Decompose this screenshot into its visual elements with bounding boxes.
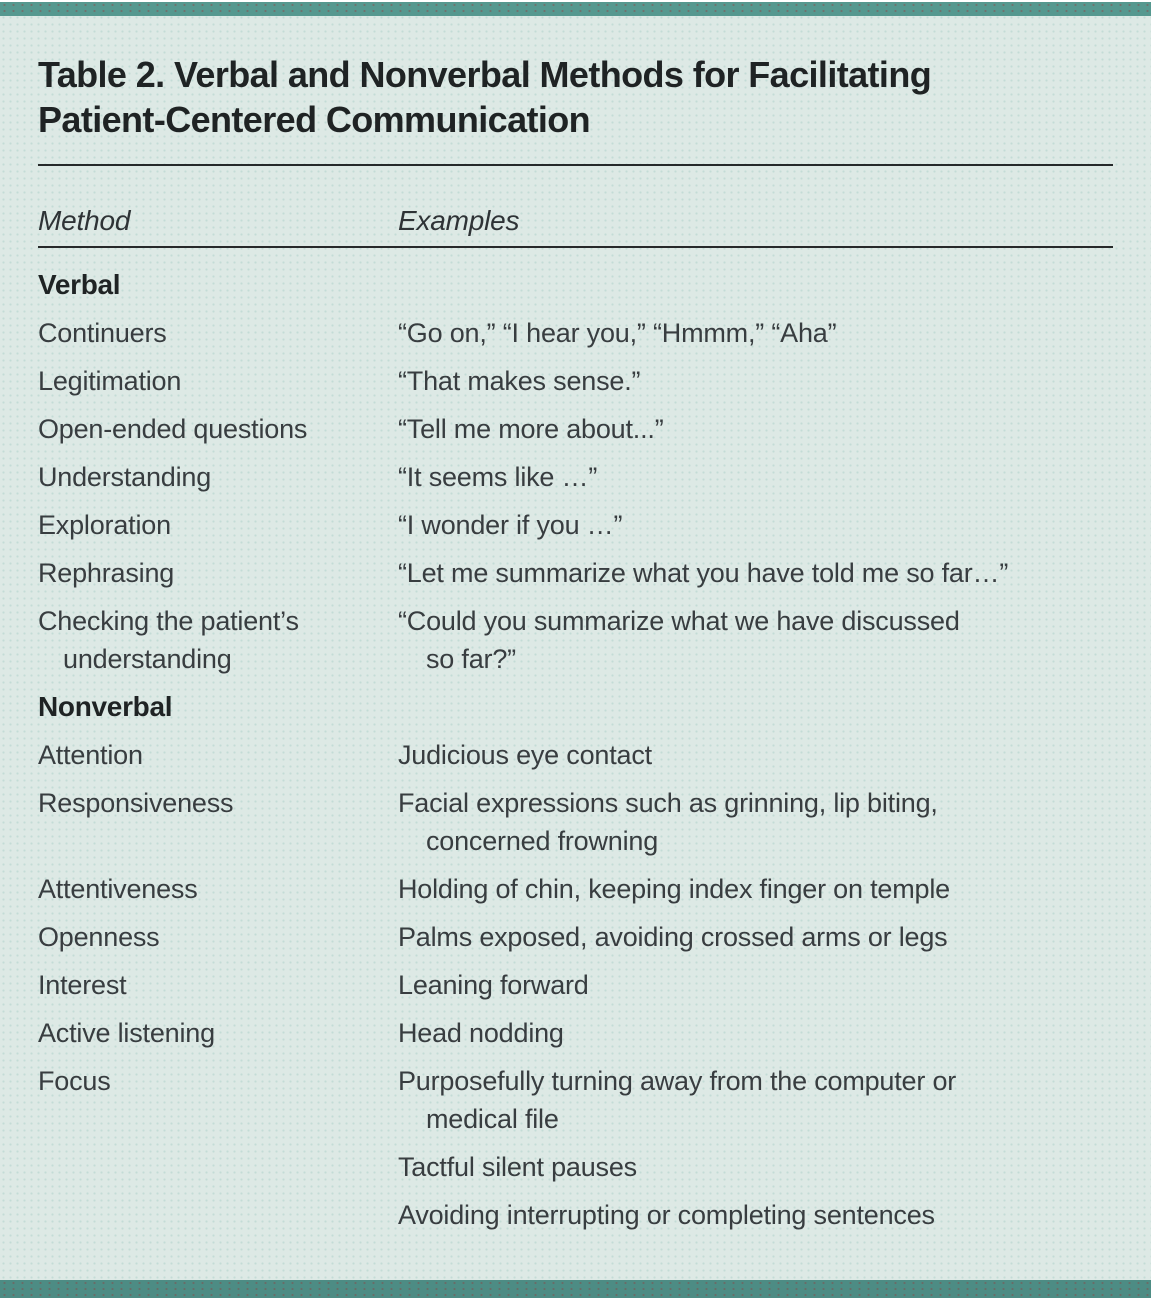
table-row: Active listening Head nodding	[38, 1014, 1113, 1052]
example-cell: “That makes sense.”	[398, 366, 641, 396]
example-line2: medical file	[426, 1104, 559, 1134]
table-row: Continuers “Go on,” “I hear you,” “Hmmm,…	[38, 314, 1113, 352]
section-label: Verbal	[38, 269, 121, 300]
table-title: Table 2. Verbal and Nonverbal Methods fo…	[38, 52, 1113, 142]
example-line1: “Could you summarize what we have discus…	[398, 606, 960, 636]
example-cell: “Tell me more about...”	[398, 414, 664, 444]
example-cell: Tactful silent pauses	[398, 1152, 637, 1182]
table-row: Open-ended questions “Tell me more about…	[38, 410, 1113, 448]
method-cell: Active listening	[38, 1018, 215, 1048]
example-line2: concerned frowning	[426, 826, 659, 856]
horizontal-rule-header	[38, 246, 1113, 248]
method-line2: understanding	[63, 644, 232, 674]
table-row: Understanding “It seems like …”	[38, 458, 1113, 496]
example-cell: “Let me summarize what you have told me …	[398, 558, 1009, 588]
table-body: Verbal Continuers “Go on,” “I hear you,”…	[38, 266, 1113, 1234]
table-row: Avoiding interrupting or completing sent…	[38, 1196, 1113, 1234]
method-cell: Rephrasing	[38, 558, 175, 588]
table-row: Openness Palms exposed, avoiding crossed…	[38, 918, 1113, 956]
top-teal-bar	[0, 2, 1151, 16]
section-header-nonverbal: Nonverbal	[38, 688, 1113, 726]
table-content: Table 2. Verbal and Nonverbal Methods fo…	[0, 52, 1151, 1234]
example-cell: Palms exposed, avoiding crossed arms or …	[398, 922, 948, 952]
method-cell: Legitimation	[38, 366, 182, 396]
method-cell: Exploration	[38, 510, 171, 540]
method-line1: Checking the patient’s	[38, 606, 299, 636]
horizontal-rule-top	[38, 164, 1113, 166]
column-header-row: Method Examples	[38, 204, 1113, 238]
example-cell: Facial expressions such as grinning, lip…	[398, 784, 1113, 860]
example-cell: “Could you summarize what we have discus…	[398, 602, 1113, 678]
table-row: Exploration “I wonder if you …”	[38, 506, 1113, 544]
example-cell: Judicious eye contact	[398, 740, 652, 770]
column-header-method: Method	[38, 205, 131, 236]
table-row: Legitimation “That makes sense.”	[38, 362, 1113, 400]
method-cell: Openness	[38, 922, 160, 952]
table-row: Focus Purposefully turning away from the…	[38, 1062, 1113, 1138]
table-row: Attention Judicious eye contact	[38, 736, 1113, 774]
table-row: Checking the patient’s understanding “Co…	[38, 602, 1113, 678]
bottom-teal-bar	[0, 1280, 1151, 1298]
method-cell: Continuers	[38, 318, 167, 348]
table-title-line2: Patient-Centered Communication	[38, 99, 591, 140]
table-title-line1: Table 2. Verbal and Nonverbal Methods fo…	[38, 54, 932, 95]
method-cell: Interest	[38, 970, 127, 1000]
method-cell: Understanding	[38, 462, 212, 492]
method-cell: Checking the patient’s understanding	[38, 602, 398, 678]
method-cell: Responsiveness	[38, 788, 234, 818]
table-row: Tactful silent pauses	[38, 1148, 1113, 1186]
method-cell	[38, 1196, 398, 1234]
method-cell: Open-ended questions	[38, 414, 308, 444]
example-line1: Facial expressions such as grinning, lip…	[398, 788, 938, 818]
example-cell: “It seems like …”	[398, 462, 598, 492]
example-cell: Purposefully turning away from the compu…	[398, 1062, 1113, 1138]
table-row: Attentiveness Holding of chin, keeping i…	[38, 870, 1113, 908]
example-cell: Holding of chin, keeping index finger on…	[398, 874, 950, 904]
table-row: Interest Leaning forward	[38, 966, 1113, 1004]
example-cell: “Go on,” “I hear you,” “Hmmm,” “Aha”	[398, 318, 837, 348]
method-cell: Attention	[38, 740, 143, 770]
method-cell: Focus	[38, 1066, 111, 1096]
table-row: Rephrasing “Let me summarize what you ha…	[38, 554, 1113, 592]
example-cell: Avoiding interrupting or completing sent…	[398, 1200, 935, 1230]
example-cell: Head nodding	[398, 1018, 564, 1048]
top-white-strip	[0, 0, 1151, 2]
example-cell: Leaning forward	[398, 970, 589, 1000]
table-row: Responsiveness Facial expressions such a…	[38, 784, 1113, 860]
method-cell: Attentiveness	[38, 874, 198, 904]
section-header-verbal: Verbal	[38, 266, 1113, 304]
section-label: Nonverbal	[38, 691, 173, 722]
example-line1: Purposefully turning away from the compu…	[398, 1066, 957, 1096]
method-cell	[38, 1148, 398, 1186]
example-cell: “I wonder if you …”	[398, 510, 623, 540]
example-line2: so far?”	[426, 644, 516, 674]
column-header-examples: Examples	[398, 205, 520, 236]
